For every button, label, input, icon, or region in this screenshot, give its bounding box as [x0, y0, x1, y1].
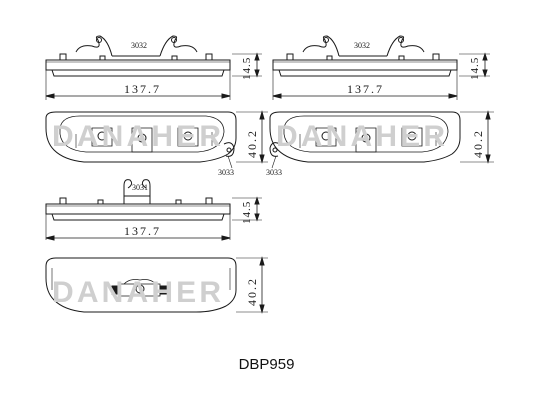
side-view-top-left: [45, 35, 262, 100]
label-3033-right: 3033: [266, 168, 282, 177]
watermark-bottom: DANAHER: [52, 276, 222, 309]
dim-height-bottom: 40.2: [245, 277, 259, 306]
dim-thickness-bottom: 14.5: [241, 201, 253, 224]
side-view-bottom: [45, 179, 262, 241]
front-view-mid-right: [269, 110, 494, 169]
spring-clip-3032-left: [75, 35, 198, 57]
label-3031: 3031: [132, 183, 148, 192]
dim-width-bottom: 137.7: [124, 224, 161, 238]
front-view-mid-left: [45, 110, 268, 169]
wear-clip-3033-left: [223, 142, 235, 157]
spring-clip-3031: [123, 179, 151, 204]
front-view-bottom: [45, 256, 268, 314]
watermark-right: DANAHER: [276, 120, 446, 153]
dim-width-top-right: 137.7: [347, 82, 384, 96]
dim-height-mid-right: 40.2: [471, 129, 485, 158]
dim-height-mid-left: 40.2: [245, 129, 259, 158]
dim-thickness-top-left: 14.5: [241, 57, 253, 80]
dim-thickness-top-right: 14.5: [469, 57, 481, 80]
label-3032-right: 3032: [354, 41, 370, 50]
wear-clip-3033-right: [269, 142, 281, 157]
watermark-left: DANAHER: [52, 120, 222, 153]
spring-clip-3032-right: [302, 35, 425, 57]
label-3033-left: 3033: [218, 168, 234, 177]
part-number: DBP959: [238, 356, 295, 373]
side-view-top-right: [272, 35, 490, 100]
label-3032-left: 3032: [131, 41, 147, 50]
dim-width-top-left: 137.7: [124, 82, 161, 96]
